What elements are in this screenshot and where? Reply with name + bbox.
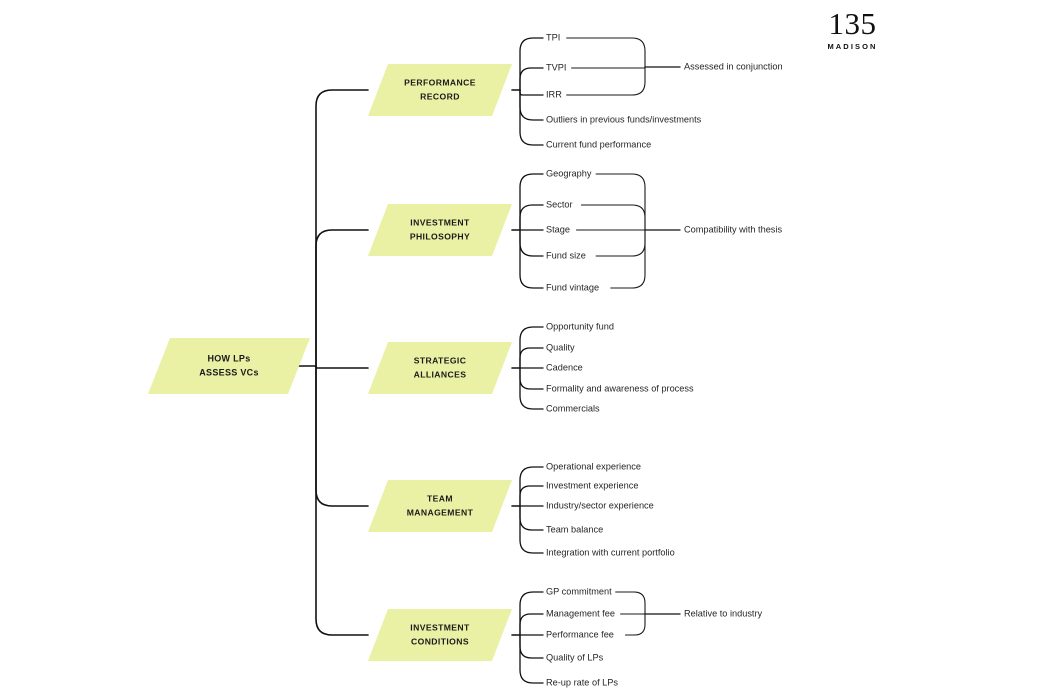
leaf-performance-record-0[interactable]: TPI bbox=[546, 32, 560, 42]
connectors-layer bbox=[287, 37, 681, 684]
summary-performance-record[interactable]: Assessed in conjunction bbox=[684, 61, 783, 71]
leaf-investment-conditions-2[interactable]: Performance fee bbox=[546, 629, 614, 639]
leaf-strategic-alliances-2[interactable]: Cadence bbox=[546, 362, 583, 372]
leaf-performance-record-4[interactable]: Current fund performance bbox=[546, 139, 651, 149]
branch-label-performance-record-line2: RECORD bbox=[420, 91, 460, 101]
leaf-performance-record-1[interactable]: TVPI bbox=[546, 62, 566, 72]
branch-label-investment-philosophy-line1: INVESTMENT bbox=[410, 217, 470, 227]
nodes-layer bbox=[148, 64, 512, 661]
leaf-strategic-alliances-4[interactable]: Commercials bbox=[546, 403, 600, 413]
root-node-label-line1: HOW LPs bbox=[207, 353, 250, 363]
branch-node-investment-philosophy[interactable] bbox=[368, 204, 512, 256]
leaf-team-management-4[interactable]: Integration with current portfolio bbox=[546, 547, 675, 557]
leaf-strategic-alliances-3[interactable]: Formality and awareness of process bbox=[546, 383, 694, 393]
leaf-team-management-0[interactable]: Operational experience bbox=[546, 461, 641, 471]
leaf-investment-philosophy-1[interactable]: Sector bbox=[546, 199, 573, 209]
leaf-team-management-2[interactable]: Industry/sector experience bbox=[546, 500, 654, 510]
branch-label-investment-conditions-line2: CONDITIONS bbox=[411, 636, 469, 646]
branch-label-team-management-line2: MANAGEMENT bbox=[407, 507, 474, 517]
leaf-investment-philosophy-4[interactable]: Fund vintage bbox=[546, 282, 599, 292]
branch-label-performance-record-line1: PERFORMANCE bbox=[404, 77, 476, 87]
leaf-investment-conditions-3[interactable]: Quality of LPs bbox=[546, 652, 604, 662]
branch-label-strategic-alliances-line1: STRATEGIC bbox=[414, 355, 467, 365]
root-node-shape bbox=[148, 338, 310, 394]
leaf-investment-conditions-4[interactable]: Re-up rate of LPs bbox=[546, 677, 618, 687]
leaf-strategic-alliances-0[interactable]: Opportunity fund bbox=[546, 321, 614, 331]
branch-label-strategic-alliances-line2: ALLIANCES bbox=[414, 369, 467, 379]
leaf-team-management-3[interactable]: Team balance bbox=[546, 524, 603, 534]
brand-subtitle: MADISON bbox=[827, 42, 878, 51]
branch-label-team-management-line1: TEAM bbox=[427, 493, 453, 503]
branch-node-team-management[interactable] bbox=[368, 480, 512, 532]
leaf-investment-philosophy-3[interactable]: Fund size bbox=[546, 250, 586, 260]
branch-node-performance-record[interactable] bbox=[368, 64, 512, 116]
summary-investment-conditions[interactable]: Relative to industry bbox=[684, 608, 763, 618]
branch-label-investment-philosophy-line2: PHILOSOPHY bbox=[410, 231, 470, 241]
root-node-label-line2: ASSESS VCs bbox=[199, 367, 259, 377]
leaf-investment-conditions-0[interactable]: GP commitment bbox=[546, 586, 612, 596]
branch-label-investment-conditions-line1: INVESTMENT bbox=[410, 622, 470, 632]
brand-logo: 135 MADISON bbox=[805, 8, 900, 51]
leaf-investment-philosophy-0[interactable]: Geography bbox=[546, 168, 592, 178]
leaf-strategic-alliances-1[interactable]: Quality bbox=[546, 342, 575, 352]
leaf-performance-record-3[interactable]: Outliers in previous funds/investments bbox=[546, 114, 702, 124]
summary-investment-philosophy[interactable]: Compatibility with thesis bbox=[684, 224, 782, 234]
leaf-investment-philosophy-2[interactable]: Stage bbox=[546, 224, 570, 234]
brand-mark: 135 bbox=[828, 6, 877, 41]
branch-node-investment-conditions[interactable] bbox=[368, 609, 512, 661]
leaf-team-management-1[interactable]: Investment experience bbox=[546, 480, 638, 490]
leaf-investment-conditions-1[interactable]: Management fee bbox=[546, 608, 615, 618]
branch-node-strategic-alliances[interactable] bbox=[368, 342, 512, 394]
leaf-performance-record-2[interactable]: IRR bbox=[546, 89, 562, 99]
